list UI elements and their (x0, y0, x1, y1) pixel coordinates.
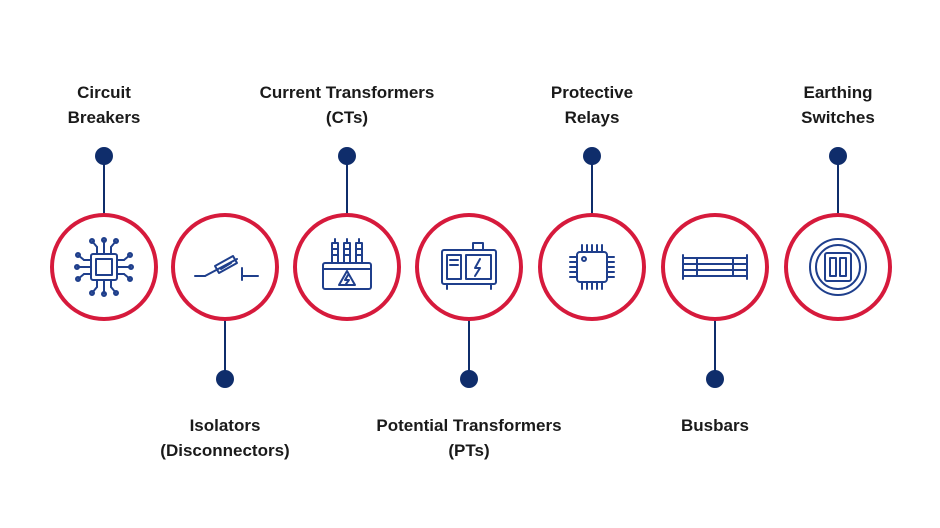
ring-earthing-switches (784, 213, 892, 321)
label-isolators: Isolators (Disconnectors) (160, 416, 290, 460)
ring-current-transformers (293, 213, 401, 321)
ring-busbars (661, 213, 769, 321)
connector-dot-current-transformers (338, 147, 356, 165)
generator-cabinet-icon (441, 242, 497, 290)
transformer-icon (322, 238, 372, 290)
connector-dot-isolators (216, 370, 234, 388)
isolator-switch-icon (194, 255, 259, 281)
label-protective-relays: Protective Relays (550, 83, 634, 127)
connector-dot-busbars (706, 370, 724, 388)
microchip-icon (569, 244, 615, 290)
busbar-icon (682, 254, 748, 280)
connector-dot-circuit-breakers (95, 147, 113, 165)
label-current-transformers: Current Transformers (CTs) (259, 83, 435, 127)
ring-protective-relays (538, 213, 646, 321)
connector-dot-protective-relays (583, 147, 601, 165)
label-circuit-breakers: Circuit Breakers (67, 83, 141, 127)
label-earthing-switches: Earthing Switches (801, 83, 875, 127)
ring-potential-transformers (415, 213, 523, 321)
connector-dot-earthing-switches (829, 147, 847, 165)
label-busbars: Busbars (680, 416, 750, 435)
ring-circuit-breakers (50, 213, 158, 321)
connector-dot-potential-transformers (460, 370, 478, 388)
earthing-switch-icon (809, 238, 867, 296)
label-potential-transformers: Potential Transformers (PTs) (376, 416, 562, 460)
chip-circuit-icon (74, 237, 134, 297)
